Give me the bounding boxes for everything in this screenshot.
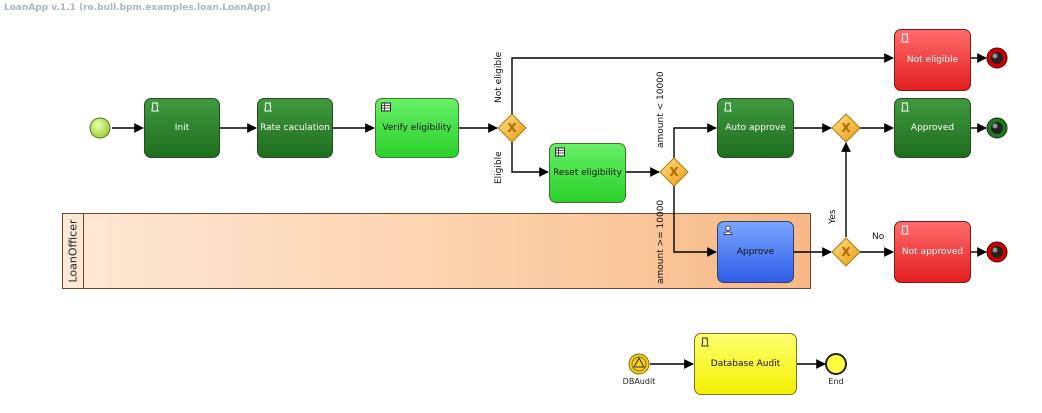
table-icon — [381, 102, 391, 112]
edge-label-not-eligible: Not eligible — [494, 51, 504, 103]
end-event-approved[interactable] — [986, 117, 1008, 139]
task-approved[interactable]: Approved — [894, 98, 971, 158]
end-event-end[interactable] — [825, 353, 847, 375]
exclusive-gateway-4[interactable]: X — [831, 237, 861, 267]
task-label: Reset eligibility — [553, 168, 622, 178]
task-approve[interactable]: Approve — [717, 221, 794, 283]
script-icon — [901, 102, 910, 112]
task-label: Not approved — [901, 247, 964, 257]
edge-label-amount-ge: amount >= 10000 — [656, 199, 666, 284]
exclusive-gateway-1[interactable]: X — [497, 113, 527, 143]
flow-gw2-auto — [673, 123, 717, 158]
start-event[interactable] — [89, 117, 111, 139]
task-rate-calculation[interactable]: Rate caculation — [257, 98, 333, 158]
flow-gw1-noteligible — [511, 53, 894, 114]
end-event-not-approved[interactable] — [986, 241, 1008, 263]
edge-label-yes: Yes — [828, 209, 838, 224]
task-auto-approve[interactable]: Auto approve — [717, 98, 794, 158]
task-label: Auto approve — [725, 123, 786, 133]
task-init[interactable]: Init — [144, 98, 220, 158]
event-label-dbaudit: DBAudit — [622, 377, 656, 386]
task-label: Approved — [910, 123, 955, 133]
script-icon — [724, 102, 733, 112]
task-label: Not eligible — [906, 55, 959, 65]
edge-label-eligible: Eligible — [494, 151, 504, 184]
svg-text:X: X — [507, 121, 517, 135]
script-icon — [701, 337, 710, 347]
edge-label-no: No — [872, 232, 885, 242]
event-label-end: End — [828, 377, 844, 386]
task-verify-eligibility[interactable]: Verify eligibility — [375, 98, 459, 158]
user-icon — [723, 225, 733, 235]
script-icon — [151, 102, 160, 112]
script-icon — [901, 33, 910, 43]
task-not-eligible[interactable]: Not eligible — [894, 29, 971, 91]
task-not-approved[interactable]: Not approved — [894, 221, 971, 283]
task-reset-eligibility[interactable]: Reset eligibility — [549, 143, 626, 203]
table-icon — [555, 147, 565, 157]
task-label: Rate caculation — [260, 123, 330, 133]
script-icon — [901, 225, 910, 235]
task-label: Database Audit — [710, 359, 781, 369]
task-label: Verify eligibility — [382, 123, 452, 133]
diagram-title: LoanApp v.1.1 (ro.bull.bpm.examples.loan… — [4, 3, 271, 13]
edge-label-amount-lt: amount < 10000 — [656, 71, 666, 148]
task-label: Init — [174, 123, 190, 133]
flow-gw1-reset — [511, 142, 549, 177]
task-database-audit[interactable]: Database Audit — [694, 333, 797, 395]
script-icon — [264, 102, 273, 112]
intermediate-signal-event[interactable] — [628, 353, 650, 375]
exclusive-gateway-3[interactable]: X — [831, 113, 861, 143]
flow-gw2-approve — [673, 186, 717, 257]
end-event-not-eligible[interactable] — [986, 47, 1008, 69]
task-label: Approve — [736, 247, 775, 257]
svg-text:X: X — [841, 245, 851, 259]
svg-text:X: X — [669, 165, 679, 179]
swimlane-loanofficer[interactable]: LoanOfficer — [62, 213, 811, 289]
exclusive-gateway-2[interactable]: X — [659, 157, 689, 187]
svg-text:X: X — [841, 121, 851, 135]
